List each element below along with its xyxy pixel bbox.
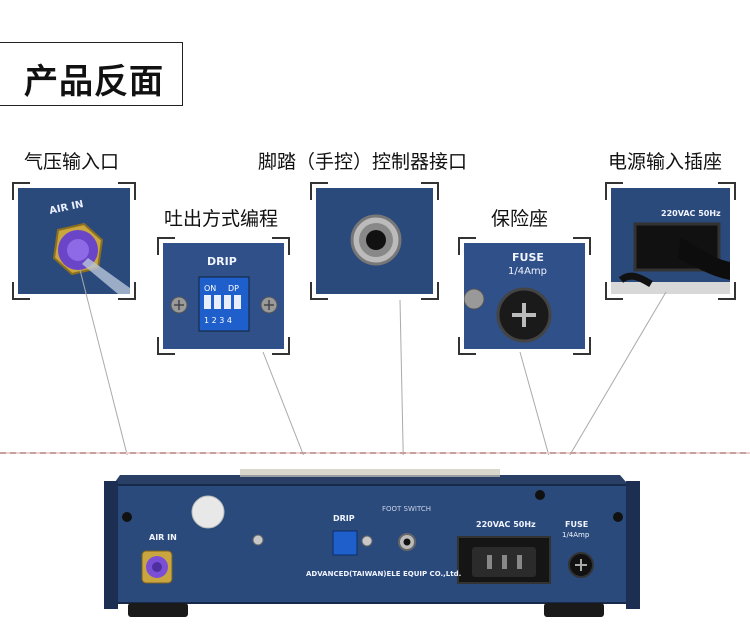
screw-icon	[464, 288, 485, 310]
svg-text:1 2 3 4: 1 2 3 4	[204, 316, 232, 325]
air-in-closeup: AIR IN	[18, 188, 130, 294]
panel-air-in-text: AIR IN	[149, 533, 177, 542]
power-cable-icon	[618, 272, 653, 288]
section-divider	[0, 452, 750, 454]
label-fuse-holder: 保险座	[491, 208, 549, 230]
label-drip-program: 吐出方式编程	[164, 208, 279, 230]
jack-hole-icon	[366, 230, 386, 250]
rear-panel-photo: AIR IN DRIP FOOT SWITCH 220VAC 50Hz FUSE…	[0, 455, 750, 640]
photo-power-socket: 220VAC 50Hz	[605, 182, 736, 300]
photo-drip-text: DRIP	[207, 255, 237, 268]
foot-jack-closeup	[316, 188, 433, 294]
panel-drip-text: DRIP	[333, 514, 355, 523]
photo-drip-switch: DRIP ON DP 1 2 3 4	[157, 237, 290, 355]
power-closeup: 220VAC 50Hz	[611, 188, 730, 294]
panel-foot-switch-text: FOOT SWITCH	[382, 505, 431, 513]
title-frame	[0, 42, 183, 106]
panel-power-text: 220VAC 50Hz	[476, 520, 536, 529]
svg-text:DP: DP	[228, 284, 239, 293]
svg-text:ON: ON	[204, 284, 216, 293]
label-power-socket: 电源输入插座	[608, 151, 723, 173]
drip-closeup: DRIP ON DP 1 2 3 4	[163, 243, 284, 349]
photo-foot-switch	[310, 182, 439, 300]
panel-maker-text: ADVANCED(TAIWAN)ELE EQUIP CO.,Ltd.	[306, 570, 461, 578]
svg-text:FUSE: FUSE	[512, 251, 544, 264]
photo-air-in: AIR IN	[12, 182, 136, 300]
panel-fuse-rating-text: 1/4Amp	[562, 531, 590, 539]
svg-text:220VAC 50Hz: 220VAC 50Hz	[661, 209, 721, 218]
rear-panel	[107, 484, 637, 604]
certification-seal-icon	[191, 495, 225, 529]
foot-right	[544, 603, 604, 617]
air-tube-icon	[82, 258, 130, 294]
power-plug-icon	[677, 238, 730, 280]
page-title: 产品反面	[24, 62, 164, 102]
photo-fuse: FUSE 1/4Amp	[458, 237, 591, 355]
label-air-in: 气压输入口	[24, 151, 120, 173]
label-foot-switch-port: 脚踏（手控）控制器接口	[258, 151, 468, 173]
foot-left	[128, 603, 188, 617]
fuse-closeup: FUSE 1/4Amp	[464, 243, 585, 349]
panel-dip-switch-icon	[332, 530, 358, 556]
svg-text:1/4Amp: 1/4Amp	[508, 266, 547, 277]
panel-fuse-text: FUSE	[565, 520, 588, 529]
